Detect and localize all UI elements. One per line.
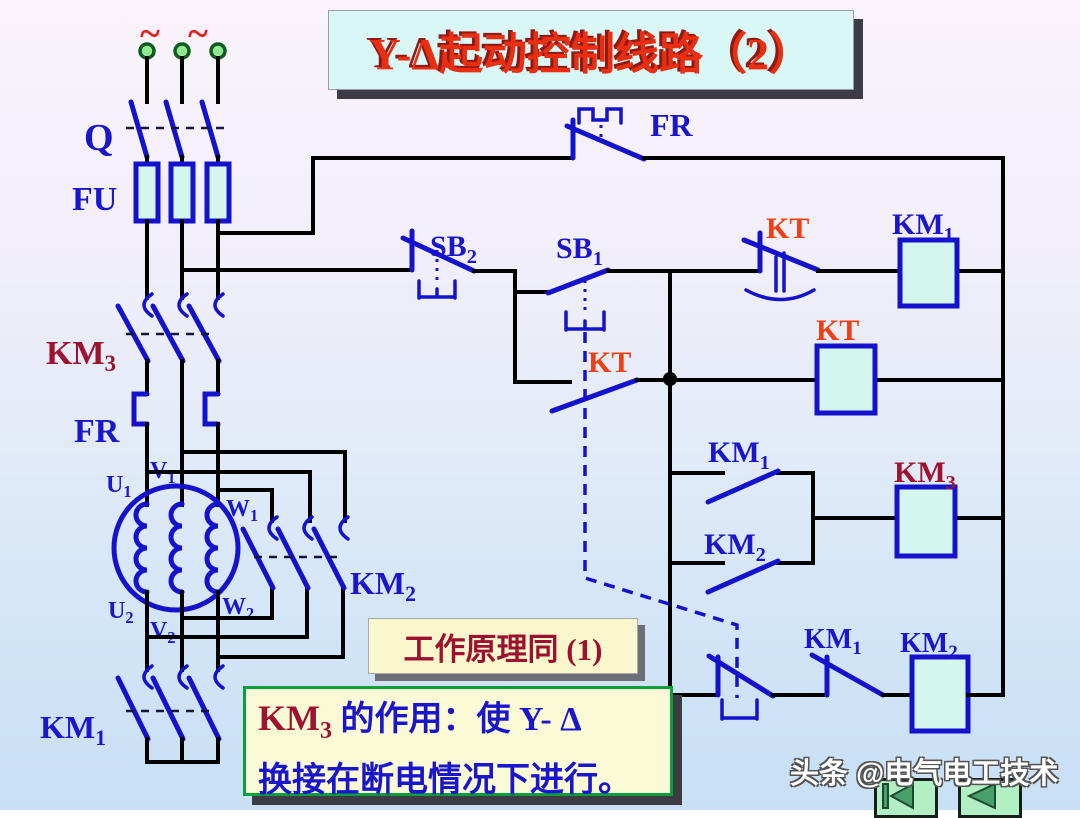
principle-note-box: 工作原理同 (1)	[368, 618, 638, 674]
sb1-label: SB1	[556, 232, 603, 270]
winding-w	[204, 501, 221, 595]
route-bottom-2	[145, 586, 309, 639]
km2-aux-label: KM2	[704, 528, 766, 566]
stop-button-sb2: SB2	[400, 228, 477, 300]
route-bottom-3	[216, 586, 345, 659]
route-w1	[216, 488, 274, 523]
km2-coil	[909, 654, 971, 734]
skip-to-start-icon	[882, 782, 914, 810]
km3-coil	[894, 484, 958, 559]
motor: U1 V1 W1 U2 V2 W2	[106, 458, 258, 672]
winding-v	[168, 501, 185, 595]
fr-nc-contact-top: FR	[564, 107, 694, 162]
page-title: Y-Δ起动控制线路（2）	[369, 30, 813, 79]
km2-power-label: KM2	[350, 565, 416, 606]
kt-delayed-contact-bottom	[668, 653, 776, 721]
winding-u	[133, 501, 150, 595]
kt-coil	[814, 343, 878, 416]
principle-note-text: 工作原理同 (1)	[403, 631, 603, 667]
fuses-fu: FU	[72, 155, 232, 300]
km3-power-label: KM3	[46, 335, 116, 377]
fr-top-label: FR	[650, 107, 694, 143]
contactor-km1-main-contacts: KM1	[40, 664, 225, 764]
fr-left-label: FR	[74, 413, 120, 450]
kt-coil-label: KT	[816, 314, 859, 347]
km1-aux-label: KM1	[708, 436, 770, 474]
step-back-icon	[966, 782, 996, 810]
contactor-km2-main-contacts: KM2	[240, 515, 416, 606]
km2-aux-no-contact: KM2	[668, 471, 815, 595]
km1-coil	[897, 237, 960, 309]
w2-label: W2	[222, 594, 254, 623]
km3-role-line1: KM3 的作用：使 Y- Δ	[258, 698, 582, 745]
sb2-label: SB2	[430, 230, 477, 268]
kt-delayed-nc-contact: KT	[741, 212, 821, 302]
u2-label: U2	[108, 598, 134, 627]
node-branch	[472, 269, 517, 384]
km3-role-note-box: KM3 的作用：使 Y- Δ 换接在断电情况下进行。	[243, 686, 673, 799]
km1-coil-label: KM1	[892, 208, 954, 246]
knife-switch-q: Q	[84, 99, 224, 160]
supply-terminals: ~ ~	[138, 13, 227, 104]
kt-top-label: KT	[766, 212, 809, 245]
kt-no-contact: KT	[513, 346, 640, 414]
fu-label: FU	[72, 181, 117, 218]
kt-mid-label: KT	[588, 346, 631, 379]
route-v1	[180, 450, 347, 523]
km3-coil-label: KM3	[894, 456, 956, 494]
km1-power-label: KM1	[40, 709, 106, 750]
km1-nc-label: KM1	[804, 624, 862, 659]
km3-role-line2: 换接在断电情况下进行。	[258, 762, 632, 800]
ac-tilde-icon: ~	[188, 13, 208, 55]
kt-linkage-dashed	[583, 332, 739, 698]
watermark: 头条 @电气电工技术	[790, 758, 1059, 790]
q-label: Q	[84, 117, 114, 159]
contactor-km3-main-contacts: KM3	[46, 292, 225, 507]
v2-label: V2	[150, 618, 176, 647]
km1-aux-no-contact: KM1	[668, 436, 815, 505]
title-box: Y-Δ起动控制线路（2）	[328, 10, 854, 90]
km1-nc-contact: KM1	[771, 624, 914, 698]
route-u1	[145, 470, 312, 523]
km2-coil-label: KM2	[900, 628, 958, 663]
u1-label: U1	[106, 472, 132, 501]
start-button-sb1: SB1	[513, 232, 611, 332]
w1-label: W1	[226, 496, 258, 525]
control-feed-top	[216, 156, 572, 235]
route-bottom-1	[180, 586, 274, 620]
